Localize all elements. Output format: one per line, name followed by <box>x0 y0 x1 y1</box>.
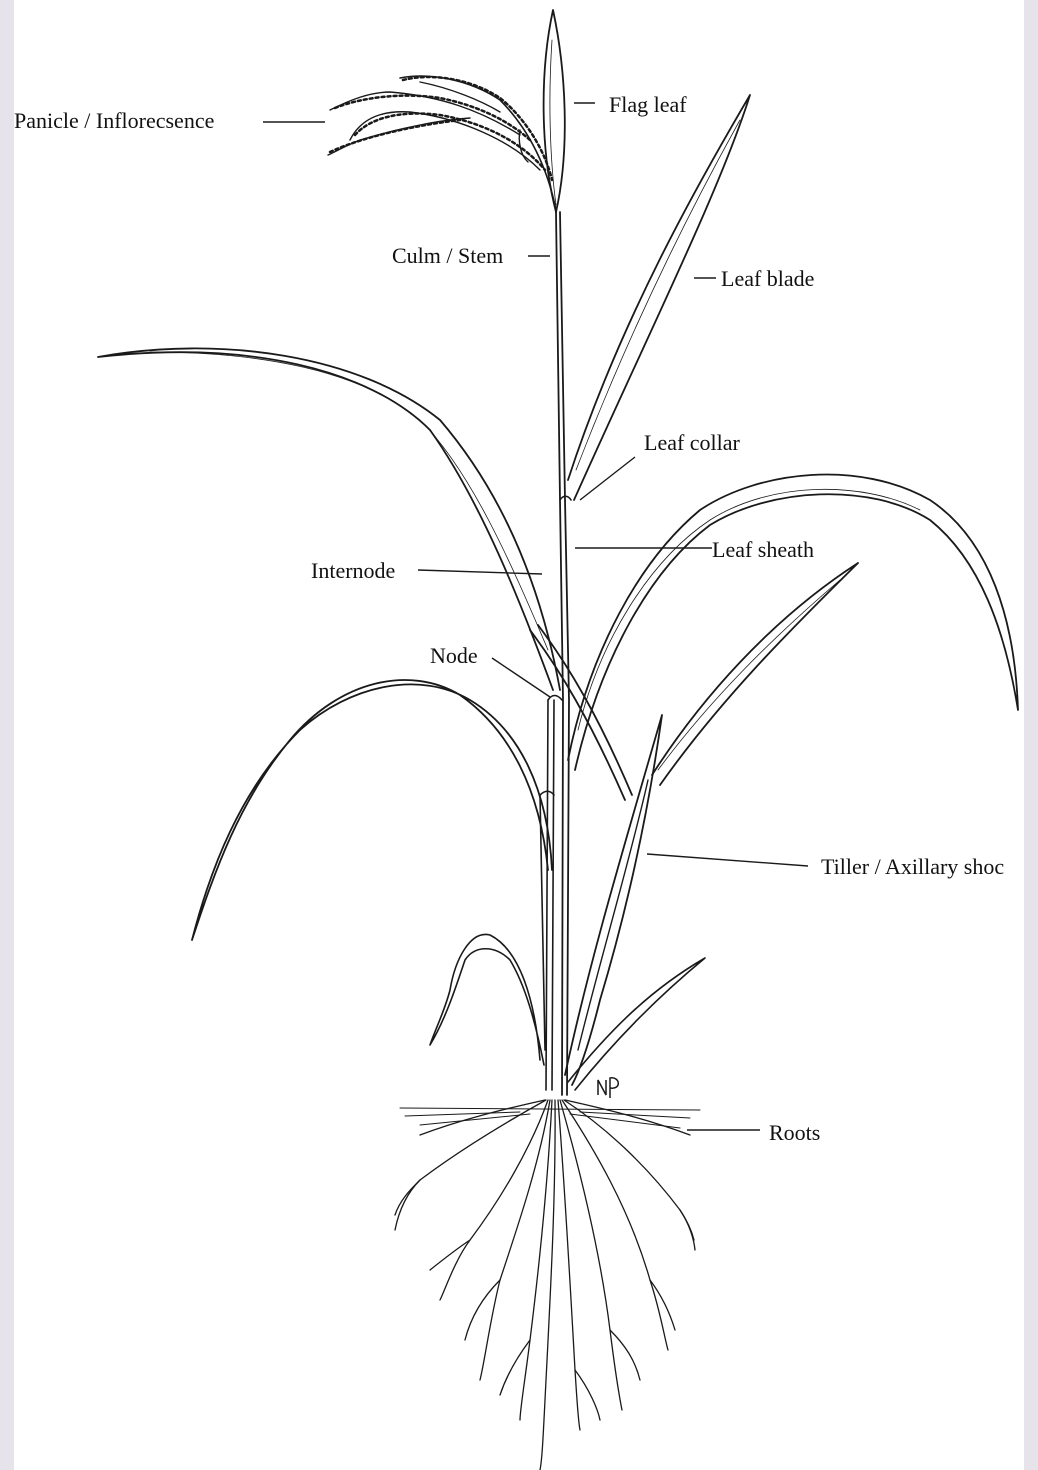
basal-leaf-left <box>430 934 544 1065</box>
label-roots: Roots <box>769 1122 820 1144</box>
label-culm-stem: Culm / Stem <box>392 245 503 267</box>
diagram-sheet: Panicle / Inflorecsence Flag leaf Culm /… <box>14 0 1024 1470</box>
panicle <box>328 76 556 210</box>
leaf-blade-upper-left <box>98 348 560 690</box>
leaf-blade-lower-left <box>192 680 552 940</box>
label-leaf-sheath: Leaf sheath <box>712 539 814 561</box>
label-node: Node <box>430 645 478 667</box>
label-leaf-collar: Leaf collar <box>644 432 740 454</box>
flag-leaf <box>544 10 565 212</box>
label-panicle: Panicle / Inflorecsence <box>14 110 214 132</box>
roots <box>395 1100 695 1470</box>
leader-lines <box>263 103 808 1130</box>
plant-illustration <box>98 10 1018 1470</box>
artist-signature <box>598 1078 618 1098</box>
label-flag-leaf: Flag leaf <box>609 94 687 116</box>
leaf-blade-right-mid <box>652 563 858 785</box>
label-internode: Internode <box>311 560 395 582</box>
rice-plant-drawing <box>14 0 1024 1470</box>
label-leaf-blade: Leaf blade <box>721 268 814 290</box>
label-tiller: Tiller / Axillary shoc <box>821 856 1004 878</box>
